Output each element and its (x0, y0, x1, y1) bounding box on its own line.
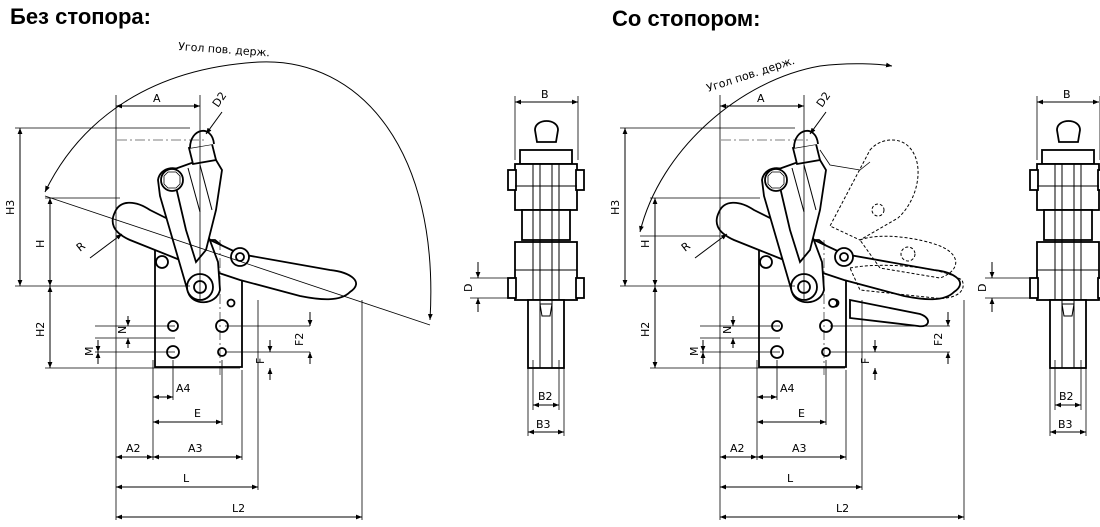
dim-m-right: M (688, 347, 701, 357)
dim-h3-right: H3 (609, 200, 622, 215)
dim-n: N (116, 326, 129, 334)
dim-a4: A4 (176, 382, 191, 395)
dim-d2-right: D2 (814, 90, 834, 110)
dim-b2-right: B2 (1059, 390, 1074, 403)
heading-without-stop: Без стопора: (10, 4, 151, 29)
dim-e-right: E (798, 407, 805, 420)
dim-l2-right: L2 (836, 502, 849, 515)
dim-a3: A3 (188, 442, 203, 455)
dim-l2: L2 (232, 502, 245, 515)
dim-r: R (74, 239, 88, 254)
dim-m: M (83, 347, 96, 357)
dim-l: L (183, 472, 190, 485)
dim-e: E (194, 407, 201, 420)
heading-with-stop: Со стопором: (612, 6, 761, 31)
dim-f2-right: F2 (932, 333, 945, 346)
arc-label-right: Угол пов. держ. (705, 54, 796, 95)
dim-a: A (153, 92, 161, 105)
dim-f-right: F (859, 358, 872, 364)
dim-h-right: H (639, 240, 652, 248)
handle-rotation-arc (44, 61, 433, 321)
dim-d-right: D (976, 284, 989, 292)
dim-f2: F2 (293, 333, 306, 346)
dim-h3: H3 (4, 200, 17, 215)
left-front-view: B D B2 B3 (462, 88, 585, 436)
dim-f: F (254, 358, 267, 364)
dim-d: D (462, 284, 475, 292)
dim-b-right: B (1063, 88, 1071, 101)
right-side-view: Угол пов. держ. H3 H H2 N M F2 F R (609, 54, 965, 520)
dim-l-right: L (787, 472, 794, 485)
dim-b3-right: B3 (1058, 418, 1073, 431)
dim-n-right: N (721, 326, 734, 334)
dim-b3: B3 (536, 418, 551, 431)
dim-r-right: R (679, 239, 693, 254)
dim-d2: D2 (210, 90, 230, 110)
dim-a4-right: A4 (780, 382, 795, 395)
left-side-view: Угол пов. держ. H3 H H2 N M F2 F (4, 40, 433, 520)
dim-h2: H2 (34, 322, 47, 337)
dim-b2: B2 (538, 390, 553, 403)
dim-a2-right: A2 (730, 442, 745, 455)
dim-h2-right: H2 (639, 322, 652, 337)
dim-a2: A2 (126, 442, 141, 455)
right-front-view: B D B2 B3 (976, 88, 1100, 436)
dim-h: H (34, 240, 47, 248)
handle-rotation-arc-right (639, 62, 893, 233)
dim-a-right: A (757, 92, 765, 105)
dim-a3-right: A3 (792, 442, 807, 455)
arc-label: Угол пов. держ. (178, 40, 271, 59)
dim-b: B (541, 88, 549, 101)
